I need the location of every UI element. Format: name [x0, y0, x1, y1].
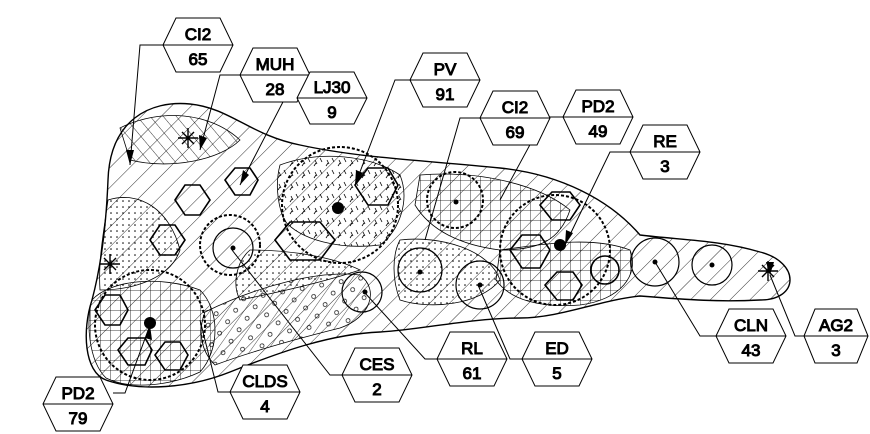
tag-quantity: 43 — [742, 341, 761, 360]
tag-quantity: 91 — [436, 85, 455, 104]
tag-code: PD2 — [61, 384, 94, 403]
tag-ci2-65: CI2 65 — [162, 17, 234, 73]
tag-ag2-3: AG2 3 — [803, 308, 869, 364]
tag-code: AG2 — [819, 316, 853, 335]
tag-quantity: 65 — [189, 50, 208, 69]
zone-diagonal-north — [119, 115, 241, 165]
shrub-symbols — [94, 167, 620, 371]
tag-cln-43: CLN 43 — [715, 308, 787, 364]
tag-re-3: RE 3 — [629, 124, 701, 180]
tag-quantity: 9 — [327, 103, 336, 122]
tag-code: PV — [434, 60, 457, 79]
zone-dotted-east — [393, 238, 501, 306]
tag-quantity: 79 — [69, 409, 88, 428]
zone-ticks-center — [276, 155, 405, 247]
tag-code: CI2 — [185, 25, 211, 44]
tag-code: RE — [653, 132, 677, 151]
tree-circles — [212, 227, 733, 313]
zone-grid-southwest — [88, 280, 216, 386]
tag-quantity: 5 — [552, 364, 561, 383]
tag-code: CLDS — [242, 372, 287, 391]
zone-grid-east — [414, 173, 571, 251]
tag-quantity: 49 — [589, 122, 608, 141]
tag-pv-91: PV 91 — [409, 52, 481, 108]
tag-code: MUH — [256, 55, 295, 74]
agave-symbols — [100, 128, 778, 281]
zone-dotted-west — [99, 197, 181, 291]
tag-quantity: 28 — [266, 80, 285, 99]
tag-code: LJ30 — [314, 78, 351, 97]
leader-arrowheads — [126, 135, 774, 340]
label-tags: CI2 65 MUH 28 LJ30 9 PV 91 CI2 69 — [42, 17, 869, 432]
tag-code: PD2 — [581, 97, 614, 116]
tag-code: CES — [360, 355, 395, 374]
tag-ed-5: ED 5 — [521, 331, 593, 387]
tag-rl-61: RL 61 — [436, 331, 508, 387]
tag-code: ED — [545, 339, 569, 358]
tag-lj30-9: LJ30 9 — [296, 71, 368, 125]
tag-quantity: 3 — [660, 157, 669, 176]
tag-muh-28: MUH 28 — [239, 47, 311, 103]
tag-code: CLN — [734, 316, 768, 335]
tag-quantity: 69 — [506, 123, 525, 142]
tag-code: RL — [461, 339, 483, 358]
tag-quantity: 3 — [831, 341, 840, 360]
tag-pd2-79: PD2 79 — [42, 376, 114, 432]
tag-quantity: 4 — [260, 397, 269, 416]
tag-ces-2: CES 2 — [341, 347, 413, 403]
tag-clds-4: CLDS 4 — [229, 364, 301, 420]
tag-ci2-69: CI2 69 — [479, 90, 551, 146]
shrub-masses — [94, 146, 611, 381]
tag-pd2-49: PD2 49 — [562, 89, 634, 145]
tag-code: CI2 — [502, 98, 528, 117]
tag-quantity: 2 — [372, 380, 381, 399]
tag-quantity: 61 — [463, 364, 482, 383]
